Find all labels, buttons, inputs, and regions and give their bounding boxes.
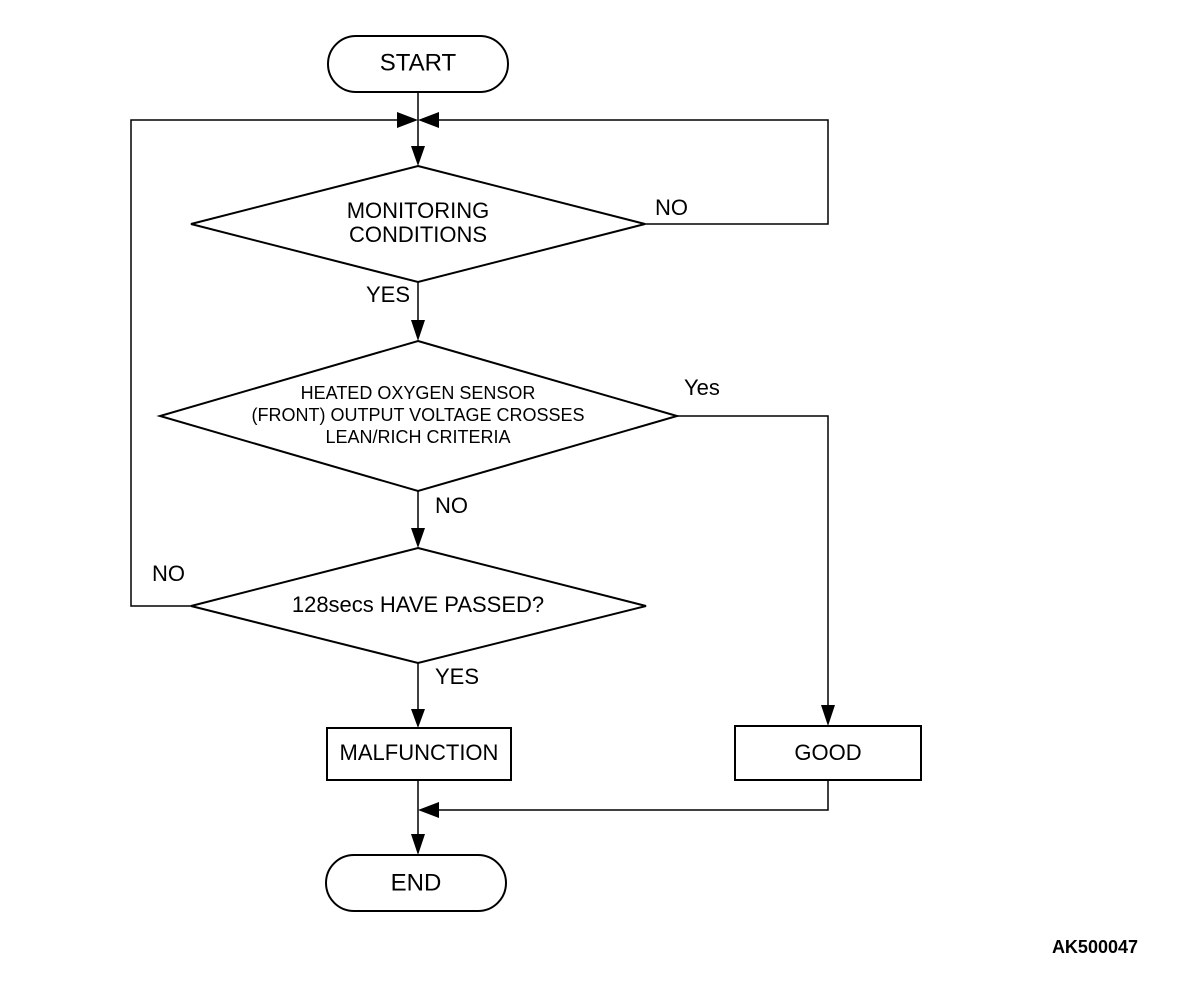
arrow-into-good — [821, 705, 835, 726]
arrow-into-malfunction — [411, 709, 425, 728]
passed-label: 128secs HAVE PASSED? — [292, 592, 544, 617]
arrow-into-monitoring — [411, 146, 425, 166]
sensor-label-line1: HEATED OXYGEN SENSOR — [301, 383, 536, 403]
connector-sensor-yes — [677, 415, 829, 706]
sensor-label-line2: (FRONT) OUTPUT VOLTAGE CROSSES — [251, 405, 584, 425]
arrow-loop-from-right — [418, 112, 439, 128]
end-terminal — [325, 854, 507, 912]
sensor-no-label: NO — [435, 493, 468, 518]
sensor-yes-label: Yes — [684, 375, 720, 400]
good-box — [734, 725, 922, 781]
arrow-good-merge — [418, 802, 439, 818]
passed-no-label: NO — [152, 561, 185, 586]
sensor-label-line3: LEAN/RICH CRITERIA — [325, 427, 510, 447]
arrow-into-end — [411, 834, 425, 855]
passed-yes-label: YES — [435, 664, 479, 689]
figure-code: AK500047 — [1052, 937, 1138, 957]
arrow-loop-from-left — [397, 112, 418, 128]
connector-monitoring-no-loop — [439, 119, 829, 225]
monitoring-yes-label: YES — [366, 282, 410, 307]
malfunction-label: MALFUNCTION — [340, 740, 499, 765]
monitoring-label-line1: MONITORING — [347, 198, 490, 223]
end-label: END — [391, 869, 442, 896]
monitoring-label-line2: CONDITIONS — [349, 222, 487, 247]
connector-passed-no-loop — [130, 119, 397, 607]
start-label: START — [380, 49, 457, 76]
monitoring-no-label: NO — [655, 195, 688, 220]
arrow-into-sensor — [411, 320, 425, 341]
malfunction-box — [326, 727, 512, 781]
arrow-into-passed — [411, 528, 425, 548]
good-label: GOOD — [794, 740, 861, 765]
connector-good-to-end — [439, 780, 829, 811]
